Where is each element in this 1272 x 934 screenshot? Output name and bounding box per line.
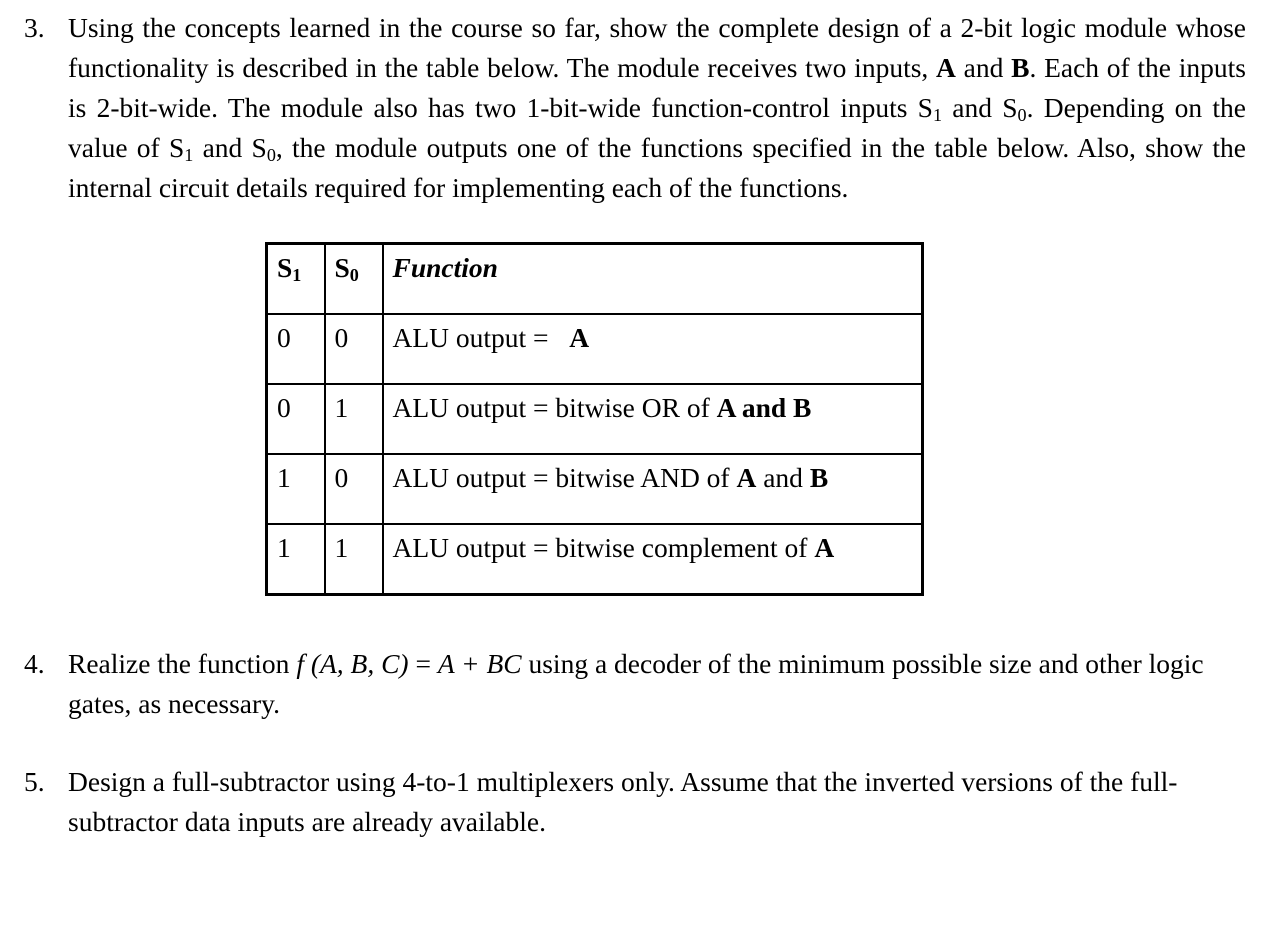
header-s0-subscript: 0 [349,264,359,285]
row1-fn-operands: A and B [716,392,812,423]
q4-formula-equals: = [408,648,438,679]
q3-s1-subscript-b: 1 [184,144,194,165]
q3-seg-4: and S [942,92,1018,123]
q3-s0-subscript-a: 0 [1017,104,1027,125]
header-s1-subscript: 1 [292,264,302,285]
question-text-5: Design a full-subtractor using 4-to-1 mu… [68,766,1178,837]
question-number-4: 4. [24,648,45,679]
cell-function-row0: ALU output = A [381,313,924,385]
row2-fn-operand-b: B [809,462,829,493]
cell-function-row1: ALU output = bitwise OR of A and B [381,383,924,455]
table-row: 0 0 ALU output = A [265,313,924,385]
row0-fn-gap [555,322,569,353]
row3-fn-operand-a: A [814,532,835,563]
function-table-container: S1 S0 Function 0 0 ALU output = A 0 1 AL… [265,242,1246,596]
cell-s1-row1: 0 [265,383,326,455]
question-item-5: 5. Design a full-subtractor using 4-to-1… [22,762,1246,842]
table-row: 1 0 ALU output = bitwise AND of A and B [265,453,924,525]
q3-seg-3: . Each of the inputs is 2-bit-wide. The … [68,52,1246,123]
q4-formula-rhs: A + BC [437,648,522,679]
table-header-s1: S1 [265,242,326,315]
question-number-5: 5. [24,766,45,797]
table-header-row: S1 S0 Function [265,242,924,315]
q3-s0-subscript-b: 0 [266,144,276,165]
q3-input-a: A [936,52,956,83]
question-text-3: Using the concepts learned in the course… [68,8,1246,208]
q3-s1-subscript-a: 1 [932,104,943,125]
cell-s1-row3: 1 [265,523,326,596]
q3-seg-1: Using the concepts learned in the course… [68,12,1246,83]
cell-s0-row2: 0 [323,453,384,525]
cell-s0-row1: 1 [323,383,384,455]
table-row: 0 1 ALU output = bitwise OR of A and B [265,383,924,455]
cell-function-row2: ALU output = bitwise AND of A and B [381,453,924,525]
q4-tail: using a decoder of the minimum possible … [68,648,1204,719]
header-s0-letter: S [334,252,350,283]
row3-fn-text: ALU output = bitwise complement of [392,532,815,563]
q3-seg-7: , the module outputs one of the function… [68,132,1247,203]
table-header-function: Function [381,242,924,315]
cell-s1-row0: 0 [265,313,326,385]
row2-fn-text: ALU output = bitwise AND of [392,462,737,493]
q3-seg-6: and S [193,132,267,163]
function-table: S1 S0 Function 0 0 ALU output = A 0 1 AL… [265,242,924,596]
row0-fn-text: ALU output = [392,322,556,353]
cell-s0-row3: 1 [323,523,384,596]
q3-seg-5: . Depending on the value of S [68,92,1246,163]
question-item-3: 3. Using the concepts learned in the cou… [22,8,1246,208]
table-row: 1 1 ALU output = bitwise complement of A [265,523,924,596]
row1-fn-text: ALU output = bitwise OR of [392,392,717,423]
question-text-4: Realize the function f (A, B, C) = A + B… [68,644,1246,724]
header-s1-letter: S [277,252,293,283]
cell-s0-row0: 0 [323,313,384,385]
cell-function-row3: ALU output = bitwise complement of A [381,523,924,596]
q3-input-b: B [1011,52,1030,83]
table-header-s0: S0 [323,242,384,315]
row2-fn-conj: and [756,462,810,493]
q3-seg-2: and [955,52,1012,83]
row0-fn-operand-a: A [569,322,590,353]
q4-lead: Realize the function [68,648,297,679]
cell-s1-row2: 1 [265,453,326,525]
q4-formula-f: f [296,648,304,679]
q4-formula-args: (A, B, C) [303,648,409,679]
row2-fn-operand-a: A [736,462,757,493]
question-item-4: 4. Realize the function f (A, B, C) = A … [22,644,1246,724]
question-number-3: 3. [24,12,45,43]
